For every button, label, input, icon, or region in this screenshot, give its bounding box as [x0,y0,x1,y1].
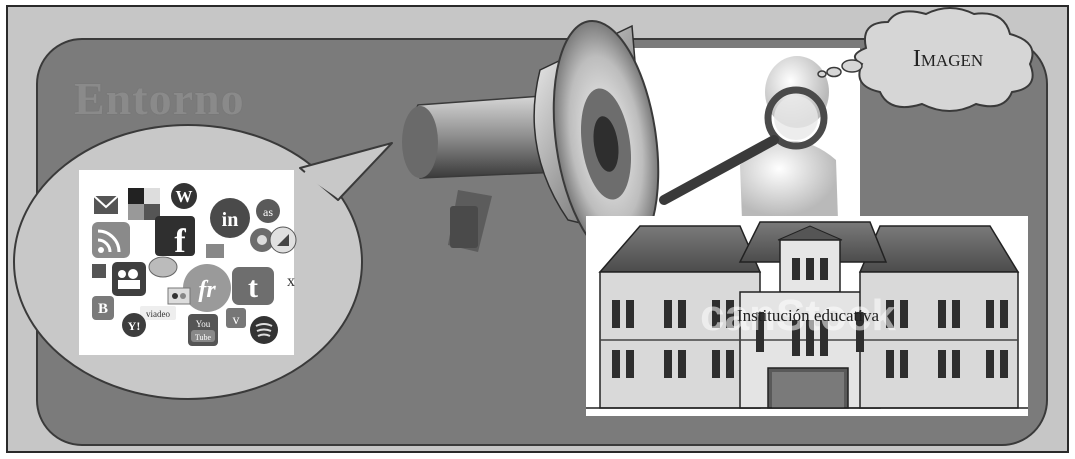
svg-text:You: You [196,319,211,329]
vimeo-icon: v [226,308,246,328]
flickr-icon [168,288,190,304]
speech-bubble [14,125,392,399]
viadeo-icon: viadeo [140,306,176,320]
svg-text:viadeo: viadeo [146,309,170,319]
misc-icon-c [206,244,224,258]
svg-text:B: B [98,301,108,317]
linkedin-icon: in [210,198,250,238]
skype-icon [149,257,177,277]
xing-icon [92,264,106,278]
svg-text:fr: fr [198,277,216,303]
school-label: Institución educativa [737,306,880,325]
thought-cloud-label: Imagen [913,46,983,72]
gmail-icon [94,196,118,214]
spotify-icon [250,316,278,344]
twitter-icon: t [232,267,274,305]
svg-text:W: W [176,187,193,206]
yahoo-icon: Y! [122,313,146,337]
svg-text:t: t [248,271,258,304]
svg-text:as: as [263,205,273,219]
myspace-icon [112,262,146,296]
svg-text:Y!: Y! [128,319,141,333]
x-icon-small: x [287,273,295,290]
svg-text:v: v [233,313,240,328]
rss-icon [92,222,130,258]
lastfm-icon: as [256,199,280,223]
blogger-icon: B [92,296,114,320]
svg-text:in: in [222,209,239,231]
svg-text:f: f [174,223,186,260]
facebook-icon: f [155,216,195,260]
delicious-icon [128,188,160,220]
svg-text:x: x [287,273,295,290]
wordpress-icon: W [171,183,197,209]
svg-text:Tube: Tube [195,333,212,342]
misc-icon-b [270,227,296,253]
